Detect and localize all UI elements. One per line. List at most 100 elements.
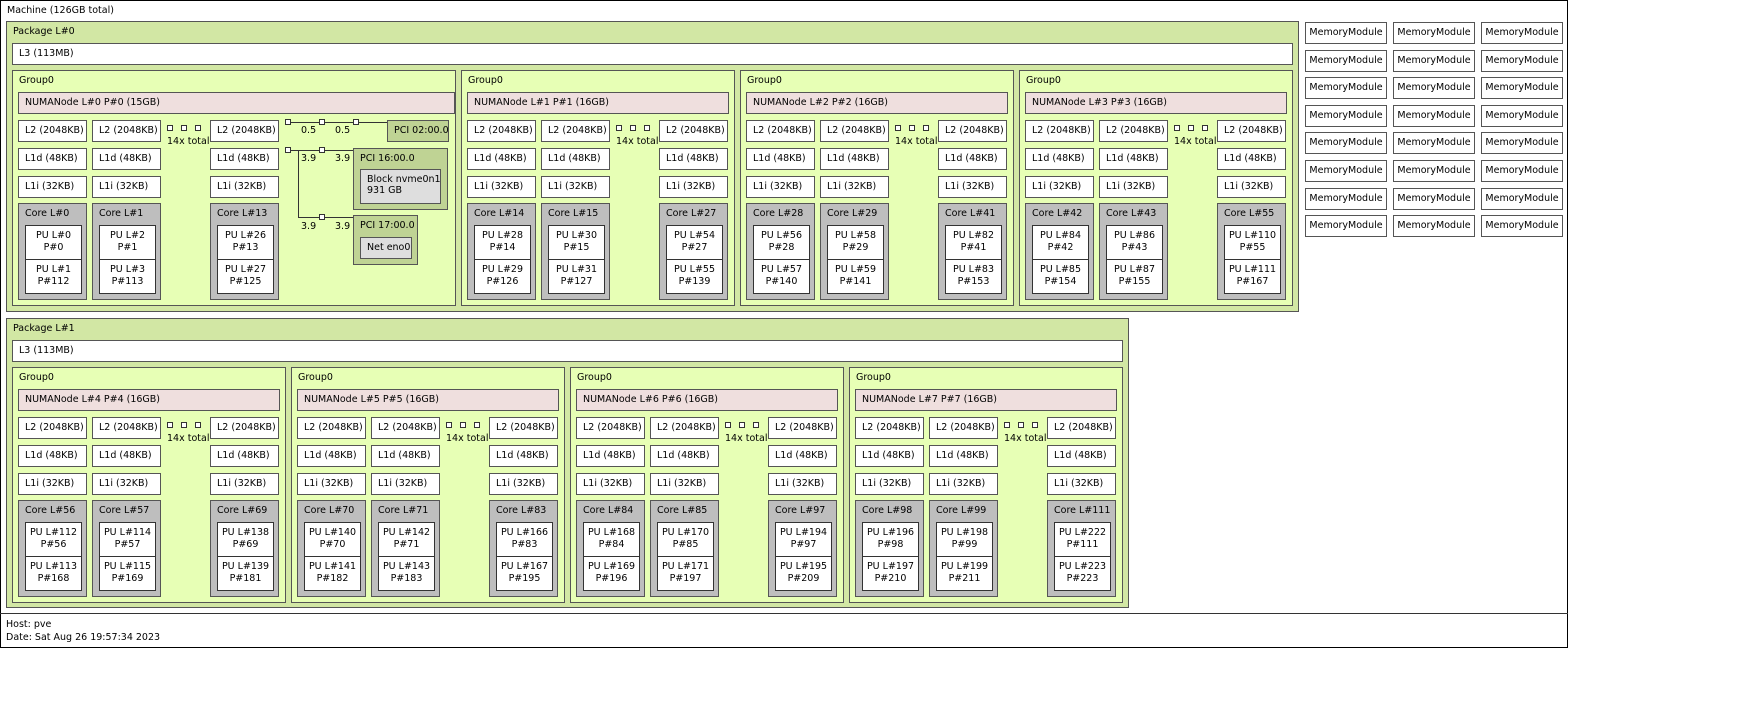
cores-total-text: 14x total [1174,136,1217,147]
l1i-cache-label: L1i (32KB) [1032,181,1082,192]
memory-module: MemoryModule [1393,132,1475,155]
l1d-cache-label: L1d (48KB) [496,450,549,461]
port-marker [895,125,901,131]
l2-cache-label: L2 (2048KB) [217,422,276,433]
l2-cache: L2 (2048KB) [659,120,728,142]
pu-label: P#126 [486,276,519,287]
l1d-cache-label: L1d (48KB) [25,153,78,164]
l1i-cache: L1i (32KB) [297,473,366,495]
l3-cache-label: L3 (113MB) [19,48,74,59]
l2-cache-label: L2 (2048KB) [1054,422,1113,433]
l2-cache-label: L2 (2048KB) [936,422,995,433]
port-marker [285,147,291,153]
port-marker [195,125,201,131]
pu-label: PU L#59 [834,264,877,275]
pu-label: PU L#58 [834,230,877,241]
pu-label: P#168 [37,573,70,584]
l2-cache-label: L2 (2048KB) [583,422,642,433]
group-label: Group0 [856,372,891,383]
l2-cache-label: L2 (2048KB) [25,125,84,136]
l1d-cache: L1d (48KB) [489,445,558,467]
l1i-cache-label: L1i (32KB) [775,478,825,489]
l1d-cache-label: L1d (48KB) [1032,153,1085,164]
l2-cache: L2 (2048KB) [1025,120,1094,142]
pu-label: P#83 [511,539,538,550]
l1d-cache-label: L1d (48KB) [1054,450,1107,461]
cores-total-text: 14x total [167,433,210,444]
pu-label: P#223 [1066,573,1099,584]
memory-module: MemoryModule [1481,187,1563,210]
l1i-cache: L1i (32KB) [746,176,815,198]
cores-total-text: 14x total [616,136,659,147]
l1i-cache-label: L1i (32KB) [25,478,75,489]
memory-module: MemoryModule [1481,49,1563,72]
l2-cache: L2 (2048KB) [746,120,815,142]
l2-cache: L2 (2048KB) [938,120,1007,142]
l2-cache-label: L2 (2048KB) [25,422,84,433]
block-size: 931 GB [367,185,403,196]
pu-label: PU L#26 [224,230,267,241]
l1d-cache-label: L1d (48KB) [775,450,828,461]
l1d-cache: L1d (48KB) [1047,445,1116,467]
l1i-cache: L1i (32KB) [1047,473,1116,495]
pu-label: P#99 [951,539,978,550]
pu-label: P#113 [111,276,144,287]
pci-device-label: PCI 17:00.0 [360,220,415,231]
core-label: Core L#97 [775,505,826,516]
l1d-cache: L1d (48KB) [855,445,924,467]
l1d-cache: L1d (48KB) [650,445,719,467]
l2-cache-label: L2 (2048KB) [304,422,363,433]
pu-label: PU L#222 [1058,527,1107,538]
pu-label: PU L#85 [1039,264,1082,275]
pu-label: P#209 [787,573,820,584]
port-marker [285,119,291,125]
port-marker [319,147,325,153]
l2-cache: L2 (2048KB) [210,417,279,439]
l1i-cache: L1i (32KB) [1217,176,1286,198]
pu-label: PU L#113 [29,561,78,572]
pu-label: PU L#56 [760,230,803,241]
numa-node-label: NUMANode L#2 P#2 (16GB) [753,97,889,108]
l2-cache-label: L2 (2048KB) [1032,125,1091,136]
pu-label: P#153 [957,276,990,287]
numa-node: NUMANode L#5 P#5 (16GB) [297,389,559,411]
memory-module: MemoryModule [1481,160,1563,182]
link-line [298,217,353,218]
pu-label: P#43 [1121,242,1148,253]
l1d-cache: L1d (48KB) [1217,148,1286,170]
l1d-cache: L1d (48KB) [210,148,279,170]
block-device-label: Block nvme0n1 [367,174,441,185]
l1i-cache-label: L1i (32KB) [1224,181,1274,192]
pu-label: PU L#29 [481,264,524,275]
bandwidth-label: 3.9 [301,221,317,232]
l1d-cache: L1d (48KB) [576,445,645,467]
pu-label: P#0 [43,242,64,253]
numa-node-label: NUMANode L#1 P#1 (16GB) [474,97,610,108]
pu-label: PU L#115 [103,561,152,572]
l1d-cache-label: L1d (48KB) [1224,153,1277,164]
port-marker [644,125,650,131]
pu-label: PU L#110 [1228,230,1277,241]
l1d-cache-label: L1d (48KB) [753,153,806,164]
numa-node: NUMANode L#3 P#3 (16GB) [1025,92,1287,114]
group-label: Group0 [19,75,54,86]
numa-node-label: NUMANode L#0 P#0 (15GB) [25,97,161,108]
pu-label: PU L#31 [555,264,598,275]
